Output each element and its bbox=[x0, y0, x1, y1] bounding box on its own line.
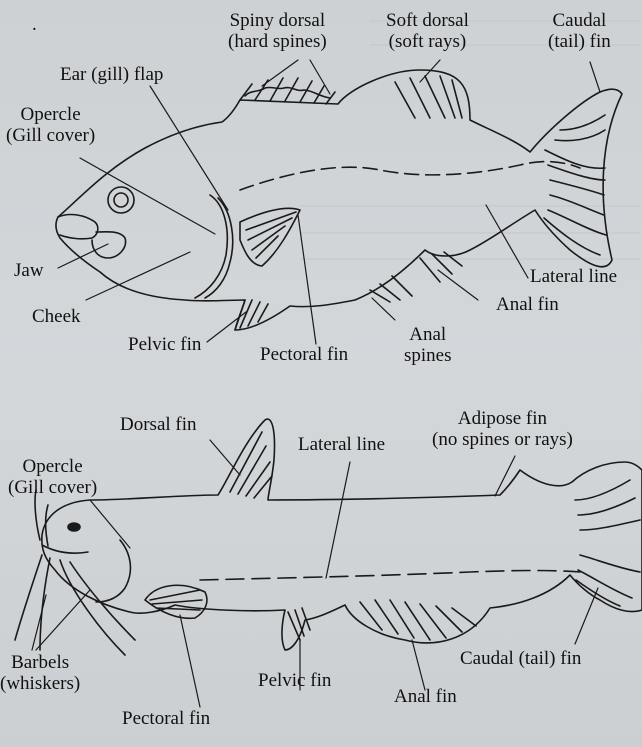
catfish-lateral-line bbox=[200, 571, 580, 581]
catfish-opercle bbox=[96, 540, 130, 602]
perch-eye-inner bbox=[114, 193, 128, 207]
label-perch-pelvic: Pelvic fin bbox=[128, 334, 201, 355]
label-catfish-pelvic: Pelvic fin bbox=[258, 670, 331, 691]
catfish-dorsal-fin-rays bbox=[230, 432, 272, 498]
label-perch-caudal: Caudal(tail) fin bbox=[548, 10, 611, 52]
perch-eye-outer bbox=[108, 187, 134, 213]
perch-cheek bbox=[92, 232, 126, 258]
label-perch-opercle: Opercle(Gill cover) bbox=[6, 104, 95, 146]
label-catfish-pectoral: Pectoral fin bbox=[122, 708, 210, 729]
perch-body-outline bbox=[56, 70, 622, 330]
catfish-barbels bbox=[15, 490, 135, 655]
label-catfish-dorsal: Dorsal fin bbox=[120, 414, 197, 435]
perch-pelvic-fin bbox=[235, 300, 268, 330]
catfish-mouth bbox=[42, 545, 88, 553]
label-catfish-barbels: Barbels(whiskers) bbox=[0, 652, 80, 694]
perch-pectoral-fin bbox=[240, 208, 300, 266]
label-catfish-opercle: Opercle(Gill cover) bbox=[8, 456, 97, 498]
label-perch-cheek: Cheek bbox=[32, 306, 81, 327]
label-perch-anal-fin: Anal fin bbox=[496, 294, 559, 315]
label-catfish-lateral-line: Lateral line bbox=[298, 434, 385, 455]
label-perch-ear-flap: Ear (gill) flap bbox=[60, 64, 163, 85]
label-catfish-adipose: Adipose fin(no spines or rays) bbox=[432, 408, 573, 450]
label-catfish-anal-fin: Anal fin bbox=[394, 686, 457, 707]
perch-opercle bbox=[195, 195, 233, 298]
stray-dot: . bbox=[32, 14, 37, 35]
label-perch-jaw: Jaw bbox=[14, 260, 44, 281]
label-perch-pectoral: Pectoral fin bbox=[260, 344, 348, 365]
perch-lateral-line bbox=[240, 162, 580, 190]
catfish-anal-fin-rays bbox=[360, 600, 476, 640]
perch-fish bbox=[56, 70, 622, 330]
perch-mouth bbox=[58, 215, 98, 239]
label-perch-soft-dorsal: Soft dorsal(soft rays) bbox=[386, 10, 469, 52]
perch-soft-dorsal-rays bbox=[395, 76, 462, 118]
catfish-caudal-rays bbox=[575, 480, 640, 606]
label-perch-lateral-line: Lateral line bbox=[530, 266, 617, 287]
label-catfish-caudal: Caudal (tail) fin bbox=[460, 648, 642, 669]
label-perch-spiny-dorsal: Spiny dorsal(hard spines) bbox=[228, 10, 327, 52]
catfish-eye bbox=[68, 523, 80, 531]
catfish-pectoral-fin bbox=[145, 585, 207, 618]
